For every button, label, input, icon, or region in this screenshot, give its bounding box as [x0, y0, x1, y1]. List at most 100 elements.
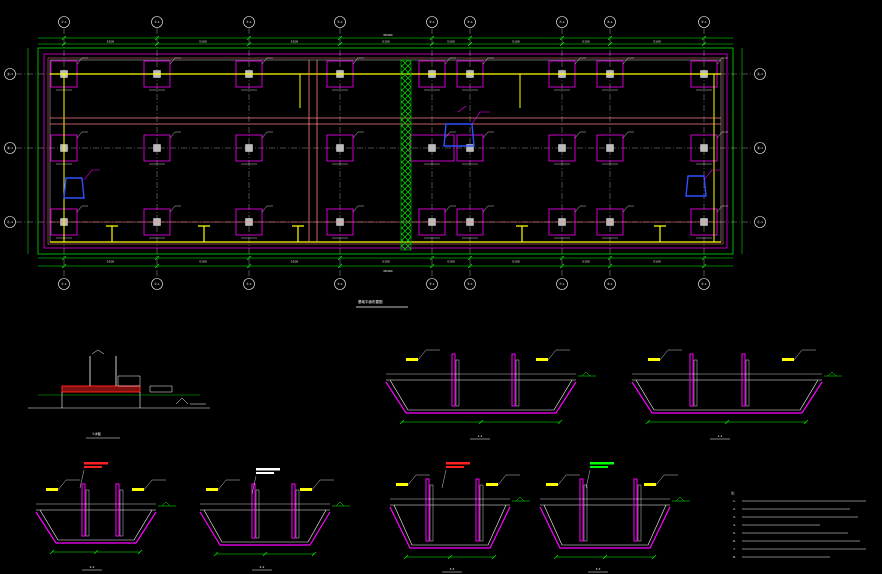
- axis-label: ⑧-1: [607, 282, 613, 286]
- axis-label: ④-1: [337, 282, 343, 286]
- axis-label: ⑦-1: [559, 20, 565, 24]
- note-item-5: 5.: [733, 531, 736, 535]
- axis-label: ⑧-1: [701, 20, 707, 24]
- axis-bubble-top: [464, 16, 476, 28]
- axis-bubble-right: [754, 68, 766, 80]
- section-title: 2-2: [90, 565, 95, 569]
- axis-bubble-bottom: [604, 278, 616, 290]
- axis-label: ⑥-1: [467, 282, 473, 286]
- pile-cap: [548, 134, 576, 162]
- axis-label: Ⓐ-1: [7, 71, 13, 76]
- axis-bubble-top: [334, 16, 346, 28]
- column: [245, 144, 253, 152]
- bay-dimension: 5100: [382, 260, 390, 264]
- note-item-7: 7.: [733, 547, 736, 551]
- pile-cap: [456, 134, 484, 162]
- axis-label: ④-1: [337, 20, 343, 24]
- section-title: 1-1: [478, 434, 483, 438]
- bay-dimension: 5100: [653, 260, 661, 264]
- water-tanks: [63, 123, 707, 199]
- axis-bubble-right: [754, 216, 766, 228]
- axis-bubble-top: [556, 16, 568, 28]
- sections: 1-1 1-1 2-2 2-2 3-3 3-3: [35, 349, 842, 573]
- plan-title: 基础平面布置图: [358, 299, 383, 304]
- pile-cap: [143, 134, 171, 162]
- section-3: 2-2: [35, 479, 176, 571]
- axis-label: ⑤-1: [429, 20, 435, 24]
- column: [336, 144, 344, 152]
- axis-bubble-top: [243, 16, 255, 28]
- axis-label: Ⓒ-1: [757, 219, 763, 224]
- section-4: 2-2: [199, 479, 350, 571]
- bay-dimension: 5100: [512, 40, 520, 44]
- axis-bubble-top: [58, 16, 70, 28]
- bay-dimension: 5100: [107, 40, 115, 44]
- overall-dimension-top: 38400: [383, 33, 393, 37]
- note-item-6: 6.: [733, 539, 736, 543]
- section-annotation-tags: [79, 462, 614, 495]
- axis-label: ③-1: [246, 282, 252, 286]
- note-item-1: 1.: [733, 499, 736, 503]
- note-item-8: 8.: [733, 555, 736, 559]
- section-title: 3-3: [596, 567, 601, 571]
- axis-label: Ⓐ-1: [757, 71, 763, 76]
- bay-dimension: 5100: [382, 40, 390, 44]
- axis-label: Ⓒ-1: [7, 219, 13, 224]
- column: [153, 144, 161, 152]
- section-1: 1-1: [385, 349, 596, 440]
- bay-dimension: 5100: [512, 260, 520, 264]
- axis-label: ⑧-1: [701, 282, 707, 286]
- column: [466, 144, 474, 152]
- axis-bubble-bottom: [426, 278, 438, 290]
- hatched-strip: [400, 59, 412, 251]
- section-title: 2-2: [260, 565, 265, 569]
- axis-label: ②-1: [154, 282, 160, 286]
- pile-cap: [596, 134, 624, 162]
- beam-t-stubs: [106, 225, 666, 242]
- bay-dimension: 5100: [291, 260, 299, 264]
- section-title: 3-3: [450, 567, 455, 571]
- axis-bubble-right: [754, 142, 766, 154]
- axis-bubble-bottom: [334, 278, 346, 290]
- bay-dimension: 5100: [653, 40, 661, 44]
- detail-1-title: ①详图: [92, 431, 101, 436]
- bay-dimension: 5100: [582, 40, 590, 44]
- axis-label: ③-1: [246, 20, 252, 24]
- column: [428, 144, 436, 152]
- axis-bubble-top: [426, 16, 438, 28]
- axis-bubble-left: [4, 142, 16, 154]
- axis-bubble-bottom: [58, 278, 70, 290]
- beams: [50, 60, 721, 243]
- pile-cap: [326, 134, 354, 162]
- axis-bubble-bottom: [151, 278, 163, 290]
- note-item-2: 2.: [733, 507, 736, 511]
- axis-bubble-bottom: [243, 278, 255, 290]
- axis-label: ①-1: [61, 20, 67, 24]
- leader-lines: [83, 105, 720, 181]
- bay-dimension: 5100: [199, 260, 207, 264]
- axis-label: ②-1: [154, 20, 160, 24]
- section-5: 3-3: [389, 474, 530, 573]
- bay-dimension: 5100: [582, 260, 590, 264]
- axis-label: Ⓑ-1: [757, 145, 763, 150]
- axis-bubble-bottom: [556, 278, 568, 290]
- axis-bubble-left: [4, 68, 16, 80]
- axis-bubble-top: [151, 16, 163, 28]
- notes: 注： 1. 2. 3. 4. 5. 6. 7. 8.: [731, 490, 866, 559]
- bay-dimension: 5100: [107, 260, 115, 264]
- detail-1-drawing: [28, 349, 210, 409]
- pile-cap: [690, 134, 718, 162]
- axis-label: ⑦-1: [559, 282, 565, 286]
- axis-label: ⑥-1: [467, 20, 473, 24]
- bay-dimension: 5100: [199, 40, 207, 44]
- column: [700, 144, 708, 152]
- axis-bubble-bottom: [698, 278, 710, 290]
- bay-dimension: 5100: [447, 260, 455, 264]
- axis-label: ①-1: [61, 282, 67, 286]
- section-2: 1-1: [631, 349, 842, 440]
- bay-dimension: 5100: [447, 40, 455, 44]
- axis-label: ⑧-1: [607, 20, 613, 24]
- note-item-3: 3.: [733, 515, 736, 519]
- overall-dimension-bottom: 38400: [383, 269, 393, 273]
